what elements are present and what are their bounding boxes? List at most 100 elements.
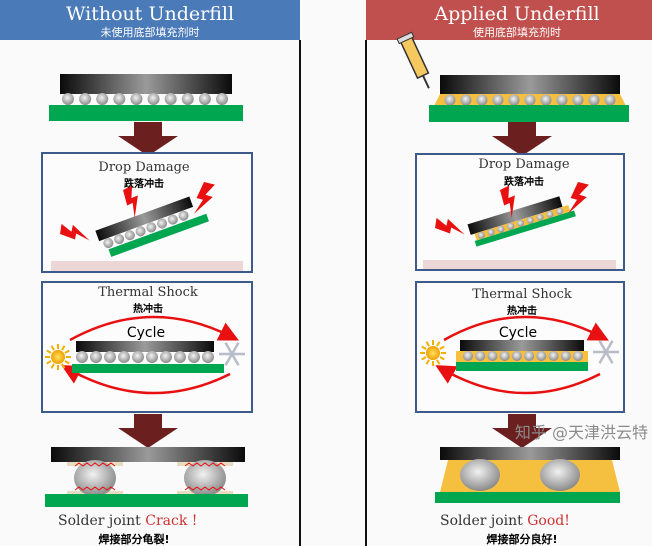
sun-ray: [439, 345, 445, 350]
crack-line: [184, 462, 226, 467]
pcb-substrate: [456, 362, 588, 371]
solder-ball: [167, 214, 178, 225]
floor-surface: [423, 260, 616, 269]
solder-ball: [560, 351, 571, 361]
sun-ray: [50, 345, 55, 351]
crack-line: [74, 462, 116, 467]
lightning-icon: [568, 182, 589, 214]
watermark: 知乎 @天津洪云特: [515, 423, 648, 442]
snowflake-icon: [224, 342, 240, 366]
solder-ball: [130, 93, 143, 105]
pcb-substrate: [49, 105, 243, 121]
die-chip: [440, 75, 620, 94]
solder-ball: [556, 94, 568, 106]
cycle-arrow-top: [443, 315, 609, 342]
solder-ball: [96, 93, 109, 105]
solder-ball: [499, 351, 510, 361]
right-header: [366, 0, 652, 40]
solder-ball: [526, 216, 534, 224]
solder-ball: [90, 351, 102, 363]
solder-ball: [508, 94, 520, 106]
tilted-assembly: [95, 196, 209, 257]
solder-ball: [124, 230, 135, 241]
right-drop-subtitle: 跌落冲击: [504, 175, 544, 188]
pcb-substrate: [429, 105, 629, 122]
solder-ball: [546, 210, 554, 218]
cycle-arrow-bottom: [435, 365, 601, 395]
left-result-status: Crack !: [145, 513, 197, 529]
die-chip: [76, 341, 214, 352]
sun-ray: [64, 360, 70, 365]
solder-ball: [540, 459, 580, 491]
solder-ball: [114, 234, 125, 245]
solder-ball: [132, 351, 144, 363]
solder-ball: [62, 93, 74, 105]
down-arrow-icon: [492, 122, 552, 156]
tilted-assembly: [467, 196, 576, 247]
die-chip: [460, 340, 584, 351]
solder-ball: [604, 94, 616, 106]
down-arrow-icon: [118, 414, 178, 448]
sun-ray: [425, 341, 430, 347]
solder-ball: [198, 93, 211, 105]
solder-ball: [573, 351, 583, 361]
right-thermal-title: Thermal Shock: [472, 287, 572, 302]
solder-ball: [536, 213, 544, 221]
solder-ball: [487, 351, 498, 361]
sun-ray: [64, 349, 70, 354]
right-title: Applied Underfill: [433, 3, 599, 25]
left-column: [41, 74, 253, 507]
solder-ball: [76, 351, 88, 363]
right-result-cn: 焊接部分良好!: [486, 532, 557, 546]
solder-ball: [460, 459, 500, 491]
left-thermal-subtitle: 热冲击: [133, 302, 163, 315]
solder-ball: [475, 351, 486, 361]
solder-ball: [476, 94, 488, 106]
sun-ray: [50, 363, 55, 369]
sun-ray: [421, 356, 427, 361]
solder-ball: [540, 94, 552, 106]
sun-ray: [425, 359, 430, 365]
solder-ball: [487, 228, 495, 236]
cycle-arrow-top: [69, 315, 239, 342]
syringe-plunger: [396, 31, 415, 45]
sun-ray: [46, 349, 52, 354]
pcb-substrate: [72, 364, 224, 373]
solder-ball: [202, 351, 214, 363]
left-subtitle: 未使用底部填充剂时: [101, 25, 200, 39]
sun-ray: [61, 345, 66, 351]
solder-ball: [507, 222, 515, 230]
right-result-status: Good!: [527, 513, 570, 529]
die-chip: [95, 196, 194, 242]
solder-ball: [164, 93, 177, 105]
solder-ball: [572, 94, 584, 106]
crack-line: [184, 486, 226, 491]
solder-ball: [511, 351, 522, 361]
left-result: Solder joint Crack !: [58, 513, 197, 529]
syringe-barrel: [399, 35, 430, 80]
die-chip: [60, 74, 232, 94]
left-drop-title: Drop Damage: [98, 160, 189, 175]
solder-ball: [216, 93, 228, 105]
left-result-cn: 焊接部分龟裂!: [98, 532, 169, 546]
pcb-substrate: [45, 494, 248, 507]
right-result-prefix: Solder joint: [440, 513, 527, 529]
sun-ray: [421, 345, 427, 350]
down-arrow-icon: [118, 122, 178, 156]
pcb-substrate: [108, 213, 209, 257]
cycle-arrow-bottom: [61, 365, 231, 395]
lightning-icon: [123, 185, 138, 218]
snowflake-icon: [598, 340, 614, 364]
right-column: [396, 31, 629, 503]
right-result: Solder joint Good!: [440, 513, 570, 529]
solder-ball: [517, 219, 525, 227]
solder-ball: [147, 93, 160, 105]
solder-ball: [524, 94, 536, 106]
syringe-icon: [396, 31, 430, 89]
solder-ball: [588, 94, 600, 106]
sun-ray: [436, 359, 441, 365]
lightning-icon: [435, 217, 465, 235]
lightning-icon: [60, 223, 90, 241]
pcb-substrate: [435, 492, 620, 503]
